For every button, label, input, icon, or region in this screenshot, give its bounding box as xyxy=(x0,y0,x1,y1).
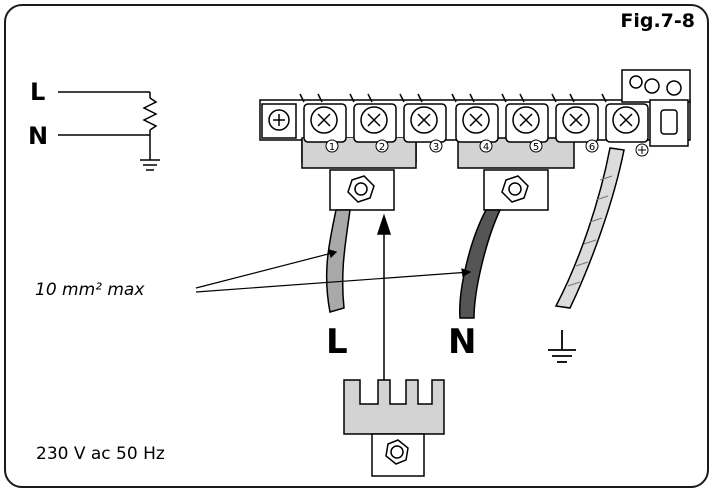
loose-clamp xyxy=(371,433,425,477)
terminal-number: 5 xyxy=(533,142,539,153)
terminal-number: 1 xyxy=(329,142,335,153)
schematic-line-label: L xyxy=(30,78,46,106)
terminal-number: 6 xyxy=(589,142,595,153)
wires xyxy=(325,147,625,319)
wire-size-note: 10 mm² max xyxy=(35,280,145,300)
terminal-number: 2 xyxy=(379,142,385,153)
screw-terminals xyxy=(303,103,649,143)
supply-note: 230 V ac 50 Hz xyxy=(36,444,165,464)
cable-clamps xyxy=(329,169,549,211)
diagram-frame xyxy=(4,4,709,488)
terminal-number: 3 xyxy=(433,142,439,153)
loose-bridge xyxy=(343,379,445,435)
figure-label: Fig.7-8 xyxy=(620,10,695,32)
schematic-neutral-label: N xyxy=(28,122,49,150)
earth-symbol xyxy=(548,330,576,363)
wire-size-pointers xyxy=(195,249,472,293)
ground-mark xyxy=(635,143,649,157)
insert-arrow xyxy=(376,213,392,392)
terminal-numbers: 1 2 3 4 5 6 xyxy=(325,139,599,153)
terminal-number: 4 xyxy=(483,142,489,153)
line-wire-label: L xyxy=(326,322,348,362)
schematic xyxy=(58,91,160,171)
neutral-wire-label: N xyxy=(448,322,477,362)
